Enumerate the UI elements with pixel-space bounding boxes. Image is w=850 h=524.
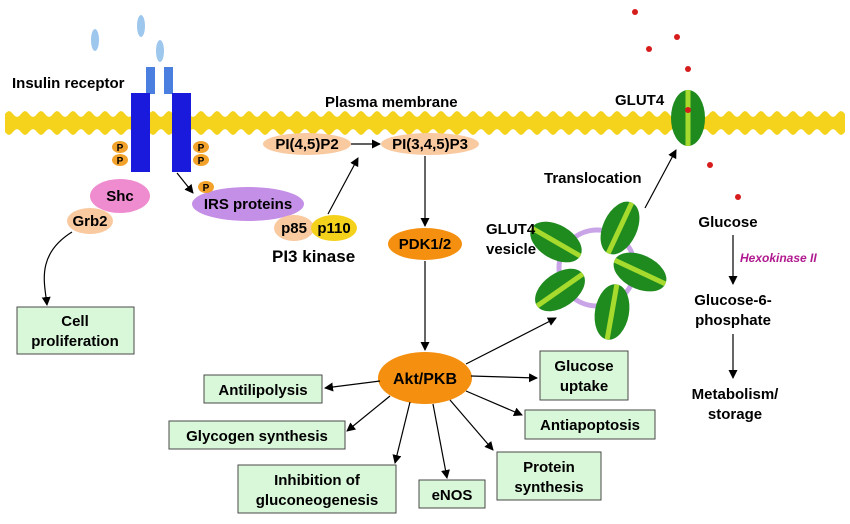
pdk-node: PDK1/2 <box>388 228 462 260</box>
glucose-dot <box>707 162 713 168</box>
arrow-grb2-to-proliferation <box>41 231 73 306</box>
glut4-membrane-transporter <box>671 90 705 146</box>
svg-text:eNOS: eNOS <box>432 487 473 504</box>
insulin-drop <box>91 29 99 51</box>
svg-text:PI(4,5)P2: PI(4,5)P2 <box>275 136 338 153</box>
svg-text:P: P <box>203 183 210 194</box>
svg-text:P: P <box>198 156 205 167</box>
svg-text:Inhibition of: Inhibition of <box>274 472 361 489</box>
arrow-akt-to-vesicle <box>465 317 557 365</box>
glut4-vesicle-label-2: vesicle <box>486 241 536 258</box>
protein-synthesis-box: Protein synthesis <box>496 451 602 501</box>
arrow-akt-to-antiapoptosis <box>465 390 523 416</box>
pip3-node: PI(3,4,5)P3 <box>381 133 479 155</box>
svg-text:Akt/PKB: Akt/PKB <box>393 371 457 388</box>
antiapoptosis-box: Antiapoptosis <box>524 409 656 440</box>
svg-text:Shc: Shc <box>106 188 134 205</box>
gluconeogenesis-box: Inhibition of gluconeogenesis <box>237 464 397 514</box>
glut4-transporter <box>594 283 630 341</box>
insulin-receptor-label: Insulin receptor <box>12 75 125 92</box>
translocation-label: Translocation <box>544 170 642 187</box>
glucose-uptake-box: Glucose uptake <box>539 350 629 401</box>
g6p-label-1: Glucose-6- <box>694 292 772 309</box>
glucose-dot <box>735 194 741 200</box>
grb2-node: Grb2 <box>67 208 113 234</box>
enos-box: eNOS <box>418 479 486 509</box>
insulin-molecules <box>91 15 164 62</box>
arrow-akt-to-gluconeo <box>392 401 411 464</box>
pi3-kinase-complex: p85 p110 <box>274 215 357 241</box>
pathway-arrows <box>41 139 738 479</box>
svg-text:Grb2: Grb2 <box>72 213 107 230</box>
glut4-transporter <box>613 252 667 292</box>
svg-text:Glucose: Glucose <box>554 358 613 375</box>
plasma-membrane <box>5 111 845 135</box>
glucose-dot <box>685 107 691 113</box>
svg-text:Antiapoptosis: Antiapoptosis <box>540 417 640 434</box>
arrow-akt-to-enos <box>432 403 450 479</box>
plasma-membrane-label: Plasma membrane <box>325 94 458 111</box>
antilipolysis-box: Antilipolysis <box>203 374 323 404</box>
glut4-vesicle-label-1: GLUT4 <box>486 221 536 238</box>
glut4-transporter <box>535 268 585 312</box>
svg-text:P: P <box>117 143 124 154</box>
glucose-molecules <box>632 9 741 200</box>
svg-text:Cell: Cell <box>61 313 89 330</box>
arrow-akt-to-protein <box>449 399 494 451</box>
cell-proliferation-box: Cell proliferation <box>16 306 135 355</box>
receptor-phosphates: P P P P <box>112 141 209 167</box>
glut4-vesicle <box>530 201 667 341</box>
glucose-dot <box>674 34 680 40</box>
arrow-akt-to-glycogen <box>346 395 391 432</box>
arrow-akt-to-antilipolysis <box>324 380 381 392</box>
svg-text:proliferation: proliferation <box>31 333 119 350</box>
arrow-pi3k-to-pip3 <box>327 157 359 215</box>
glut4-label: GLUT4 <box>615 92 665 109</box>
glut4-transporter <box>530 221 582 263</box>
svg-text:P: P <box>117 156 124 167</box>
pip2-node: PI(4,5)P2 <box>263 133 351 155</box>
svg-text:p85: p85 <box>281 220 307 237</box>
arrow-vesicle-to-glut4 <box>644 149 677 209</box>
svg-text:uptake: uptake <box>560 378 608 395</box>
insulin-drop <box>137 15 145 37</box>
glut4-transporter <box>600 201 640 255</box>
shc-node: Shc <box>90 179 150 213</box>
glucose-dot <box>646 46 652 52</box>
glucose-dot <box>685 66 691 72</box>
metabolism-label-1: Metabolism/ <box>692 386 780 403</box>
svg-text:gluconeogenesis: gluconeogenesis <box>256 492 379 509</box>
g6p-label-2: phosphate <box>695 312 771 329</box>
metabolism-label-2: storage <box>708 406 762 423</box>
svg-text:Glycogen synthesis: Glycogen synthesis <box>186 428 328 445</box>
svg-text:Antilipolysis: Antilipolysis <box>218 382 307 399</box>
insulin-receptor <box>131 67 191 172</box>
svg-text:Protein: Protein <box>523 459 575 476</box>
svg-text:P: P <box>198 143 205 154</box>
glucose-dot <box>632 9 638 15</box>
svg-text:p110: p110 <box>317 220 350 237</box>
svg-text:PI(3,4,5)P3: PI(3,4,5)P3 <box>392 136 468 153</box>
hexokinase-label: Hexokinase II <box>740 251 817 265</box>
insulin-drop <box>156 40 164 62</box>
arrow-akt-to-uptake <box>470 373 538 383</box>
svg-text:PDK1/2: PDK1/2 <box>399 236 452 253</box>
irs-proteins-node: IRS proteins P <box>192 181 304 221</box>
pi3-kinase-label: PI3 kinase <box>272 247 355 266</box>
akt-pkb-node: Akt/PKB <box>378 352 472 404</box>
arrow-receptor-to-irs <box>176 172 194 194</box>
glycogen-synthesis-box: Glycogen synthesis <box>168 420 346 450</box>
svg-text:synthesis: synthesis <box>514 479 583 496</box>
svg-text:IRS proteins: IRS proteins <box>204 196 292 213</box>
glucose-label: Glucose <box>698 214 757 231</box>
